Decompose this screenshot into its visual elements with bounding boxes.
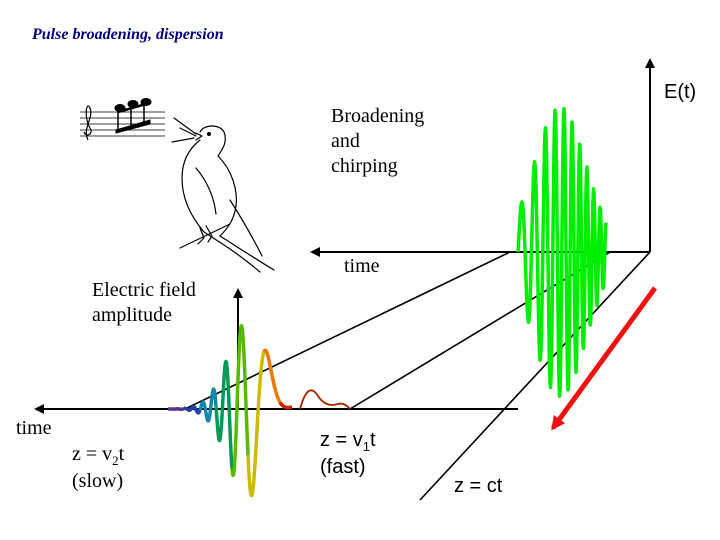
z2-prefix: z = v: [72, 443, 113, 465]
perspective-line-ct: [419, 251, 651, 501]
z1-prefix: z = v: [320, 429, 363, 451]
broadening-line-2: and: [331, 130, 360, 152]
fast-text: (fast): [320, 456, 366, 479]
broadening-label: Broadening and chirping: [331, 104, 424, 179]
page-title: Pulse broadening, dispersion: [32, 26, 224, 43]
z1-subscript: 1: [362, 439, 371, 454]
singing-bird-icon: [171, 117, 275, 273]
lower-time-label: time: [16, 417, 52, 439]
rainbow-pulse-segment: [278, 401, 294, 410]
slow-text: (slow): [72, 470, 124, 493]
electric-field-label: Electric field amplitude: [92, 278, 196, 328]
z-slow-equation: z = v2t: [72, 442, 124, 469]
broadening-line-3: chirping: [331, 155, 398, 177]
z-ct-label: z = ct: [454, 475, 503, 497]
rainbow-pulse-segment: [182, 405, 202, 415]
broadening-line-1: Broadening: [331, 105, 425, 127]
rainbow-pulse-segment: [246, 351, 266, 498]
music-notes-icon: [80, 98, 165, 141]
electric-field-line-1: Electric field: [92, 279, 196, 301]
z-fast-equation: z = v1t: [320, 428, 376, 455]
fast-pulse-tail: [299, 389, 351, 410]
z-fast-label: z = v1t (fast): [320, 428, 376, 480]
z-slow-label: z = v2t (slow): [72, 442, 124, 494]
electric-field-line-2: amplitude: [92, 304, 172, 326]
z1-suffix: t: [370, 429, 376, 451]
e-axis-label: E(t): [664, 81, 697, 103]
rainbow-pulse-segment: [214, 359, 234, 469]
broadened-chirped-pulse: [516, 106, 608, 398]
upper-time-label: time: [344, 255, 380, 277]
rainbow-pulse-segment: [166, 406, 186, 412]
rainbow-pulse-segment: [198, 387, 218, 423]
propagation-arrow: [550, 286, 658, 431]
z2-subscript: 2: [112, 453, 119, 468]
rainbow-pulse-segment: [230, 323, 250, 478]
dispersed-rainbow-pulse: [166, 323, 294, 498]
z2-suffix: t: [118, 443, 125, 465]
rainbow-pulse-segment: [262, 348, 282, 404]
